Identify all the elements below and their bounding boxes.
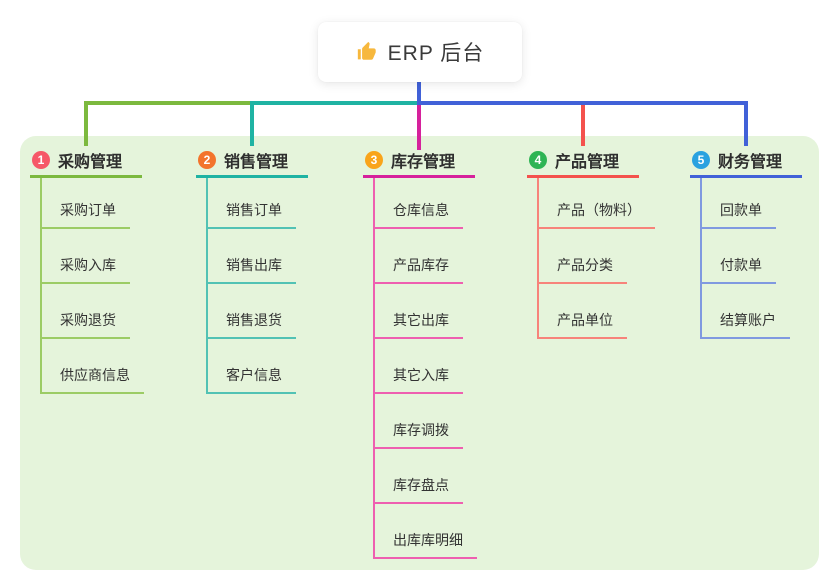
- child-node[interactable]: 采购退货: [42, 284, 130, 339]
- branch-label: 销售管理: [224, 153, 289, 171]
- branch-label: 采购管理: [58, 153, 123, 171]
- branch-children: 回款单付款单结算账户: [700, 178, 790, 339]
- branch-children: 销售订单销售出库销售退货客户信息: [206, 178, 296, 394]
- child-node[interactable]: 回款单: [702, 178, 776, 229]
- child-node[interactable]: 销售退货: [208, 284, 296, 339]
- branch-index-badge: 4: [529, 150, 547, 169]
- thumbs-up-icon: [357, 41, 376, 60]
- branch-header[interactable]: 5 财务管理: [690, 144, 802, 178]
- child-node[interactable]: 库存调拨: [375, 394, 463, 449]
- root-node-label: ERP 后台: [387, 42, 485, 65]
- branch-index-badge: 2: [198, 150, 216, 169]
- branch-index-badge: 5: [692, 150, 710, 169]
- branch-children: 采购订单采购入库采购退货供应商信息: [40, 178, 144, 394]
- child-node[interactable]: 出库库明细: [375, 504, 477, 559]
- child-node[interactable]: 供应商信息: [42, 339, 144, 394]
- branch-node[interactable]: 2 销售管理 销售订单销售出库销售退货客户信息: [196, 144, 308, 394]
- child-node[interactable]: 库存盘点: [375, 449, 463, 504]
- branch-header[interactable]: 2 销售管理: [196, 144, 308, 178]
- branch-label: 库存管理: [391, 153, 456, 171]
- child-node[interactable]: 结算账户: [702, 284, 790, 339]
- branch-index-badge: 1: [32, 150, 50, 169]
- child-node[interactable]: 产品（物料）: [539, 178, 655, 229]
- root-node[interactable]: ERP 后台: [318, 22, 522, 82]
- branch-index-badge: 3: [365, 150, 383, 169]
- branch-children: 产品（物料）产品分类产品单位: [537, 178, 655, 339]
- branch-node[interactable]: 1 采购管理 采购订单采购入库采购退货供应商信息: [30, 144, 144, 394]
- child-node[interactable]: 产品库存: [375, 229, 463, 284]
- branch-header[interactable]: 3 库存管理: [363, 144, 475, 178]
- child-node[interactable]: 销售出库: [208, 229, 296, 284]
- child-node[interactable]: 采购入库: [42, 229, 130, 284]
- child-node[interactable]: 付款单: [702, 229, 776, 284]
- branch-children: 仓库信息产品库存其它出库其它入库库存调拨库存盘点出库库明细: [373, 178, 477, 559]
- branch-header[interactable]: 1 采购管理: [30, 144, 142, 178]
- child-node[interactable]: 产品单位: [539, 284, 627, 339]
- child-node[interactable]: 仓库信息: [375, 178, 463, 229]
- branch-label: 产品管理: [555, 153, 620, 171]
- child-node[interactable]: 产品分类: [539, 229, 627, 284]
- branch-node[interactable]: 3 库存管理 仓库信息产品库存其它出库其它入库库存调拨库存盘点出库库明细: [363, 144, 477, 559]
- child-node[interactable]: 其它出库: [375, 284, 463, 339]
- child-node[interactable]: 采购订单: [42, 178, 130, 229]
- child-node[interactable]: 销售订单: [208, 178, 296, 229]
- branch-node[interactable]: 4 产品管理 产品（物料）产品分类产品单位: [527, 144, 655, 339]
- branch-header[interactable]: 4 产品管理: [527, 144, 639, 178]
- branch-node[interactable]: 5 财务管理 回款单付款单结算账户: [690, 144, 802, 339]
- child-node[interactable]: 其它入库: [375, 339, 463, 394]
- branches-panel: [20, 136, 819, 570]
- branch-label: 财务管理: [718, 153, 783, 171]
- child-node[interactable]: 客户信息: [208, 339, 296, 394]
